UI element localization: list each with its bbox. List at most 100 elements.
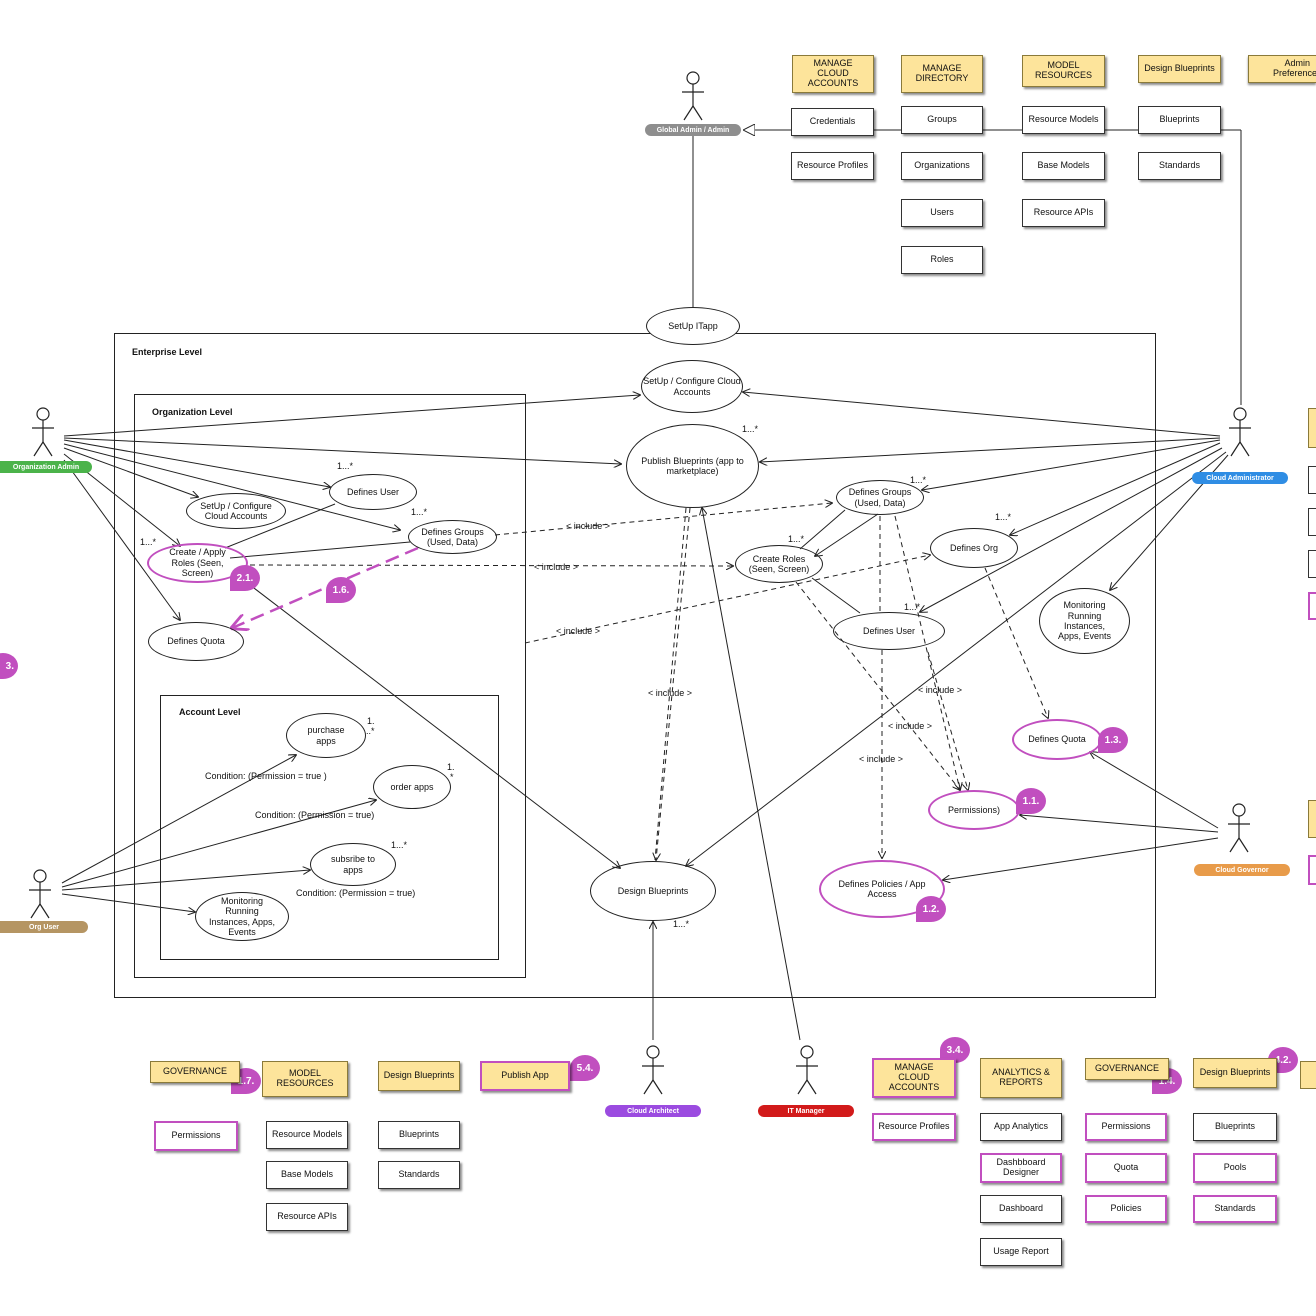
usecase-setup-itapp[interactable]: SetUp ITapp — [646, 307, 740, 345]
usecase-defines-quota-org[interactable]: Defines Quota — [148, 622, 244, 661]
menu-item-blueprints[interactable]: Blueprints — [1138, 106, 1221, 134]
usecase-defines-user-org[interactable]: Defines User — [329, 474, 417, 510]
multiplicity: 1. — [447, 762, 455, 772]
include-label: < include > — [648, 688, 693, 698]
usecase-monitoring-right[interactable]: Monitoring Running Instances, Apps, Even… — [1039, 588, 1130, 654]
menu-model-resources[interactable]: MODEL RESOURCES — [1022, 55, 1105, 87]
edge-box — [1308, 408, 1316, 448]
menu-item-policies[interactable]: Policies — [1085, 1195, 1167, 1223]
actor-org-admin[interactable]: Organization Admin — [0, 461, 92, 473]
include-label: < include > — [534, 562, 579, 572]
menu-item-roles[interactable]: Roles — [901, 246, 983, 274]
condition-label: Condition: (Permission = true) — [255, 810, 375, 820]
menu-item-base-models[interactable]: Base Models — [1022, 152, 1105, 180]
edge-box — [1308, 550, 1316, 578]
actor-cloud-architect[interactable]: Cloud Architect — [605, 1105, 701, 1117]
menu-item-blueprints-bottom-right[interactable]: Blueprints — [1193, 1113, 1277, 1141]
menu-design-blueprints-bottom[interactable]: Design Blueprints — [378, 1061, 460, 1091]
badge-2-1: 2.1. — [230, 565, 260, 591]
menu-model-resources-bottom[interactable]: MODEL RESOURCES — [262, 1061, 348, 1097]
enterprise-title: Enterprise Level — [132, 347, 203, 357]
usecase-setup-cloud-org[interactable]: SetUp / Configure Cloud Accounts — [186, 493, 286, 529]
menu-item-permissions[interactable]: Permissions — [154, 1121, 238, 1151]
menu-item-blueprints-bottom[interactable]: Blueprints — [378, 1121, 460, 1149]
menu-publish-app[interactable]: Publish App — [480, 1061, 570, 1091]
usecase-create-roles-right[interactable]: Create Roles (Seen, Screen) — [735, 545, 823, 583]
usecase-permissions-right[interactable]: Permissions) — [928, 790, 1020, 830]
menu-governance[interactable]: GOVERNANCE — [150, 1061, 240, 1083]
menu-item-credentials[interactable]: Credentials — [791, 108, 874, 136]
menu-item-resource-models[interactable]: Resource Models — [1022, 106, 1105, 134]
usecase-create-roles-org[interactable]: Create / Apply Roles (Seen, Screen) — [147, 543, 248, 583]
multiplicity: 1. — [367, 716, 375, 726]
badge-5-4: 5.4. — [570, 1055, 600, 1081]
multiplicity: 1...* — [788, 534, 805, 544]
menu-manage-cloud-accounts[interactable]: MANAGE CLOUD ACCOUNTS — [792, 55, 874, 93]
menu-item-base-models-bottom[interactable]: Base Models — [266, 1161, 348, 1189]
badge-3: 3. — [0, 653, 18, 679]
menu-admin-preferences[interactable]: Admin Preferences — [1248, 55, 1316, 83]
badge-1-1: 1.1. — [1016, 788, 1046, 814]
menu-item-organizations[interactable]: Organizations — [901, 152, 983, 180]
usecase-order-apps[interactable]: order apps — [373, 765, 451, 809]
menu-governance-bottom[interactable]: GOVERNANCE — [1085, 1058, 1169, 1080]
menu-manage-directory[interactable]: MANAGE DIRECTORY — [901, 55, 983, 93]
usecase-setup-cloud-top[interactable]: SetUp / Configure Cloud Accounts — [641, 360, 743, 413]
edge-box — [1300, 1061, 1316, 1089]
actor-it-manager[interactable]: IT Manager — [758, 1105, 854, 1117]
usecase-publish-blueprints[interactable]: Publish Blueprints (app to marketplace) — [626, 424, 759, 508]
multiplicity: ..* — [366, 726, 375, 736]
actor-global-admin[interactable]: Global Admin / Admin — [645, 124, 741, 136]
multiplicity: 1...* — [904, 602, 921, 612]
menu-item-quota[interactable]: Quota — [1085, 1153, 1167, 1183]
multiplicity: 1...* — [910, 475, 927, 485]
menu-item-groups[interactable]: Groups — [901, 106, 983, 134]
menu-item-standards[interactable]: Standards — [1138, 152, 1221, 180]
usecase-defines-groups-right[interactable]: Defines Groups (Used, Data) — [836, 480, 924, 515]
usecase-purchase-apps[interactable]: purchase apps — [286, 713, 366, 758]
menu-item-resource-profiles[interactable]: Resource Profiles — [791, 152, 874, 180]
menu-design-blueprints[interactable]: Design Blueprints — [1138, 55, 1221, 83]
usecase-subscribe-apps[interactable]: subsribe to apps — [310, 843, 396, 886]
usecase-defines-quota-right[interactable]: Defines Quota — [1012, 719, 1102, 760]
usecase-design-blueprints[interactable]: Design Blueprints — [590, 861, 716, 921]
edge-box — [1308, 466, 1316, 494]
menu-item-permissions-bottom[interactable]: Permissions — [1085, 1113, 1167, 1141]
actor-cloud-governor[interactable]: Cloud Governor — [1194, 864, 1290, 876]
menu-item-standards-bottom[interactable]: Standards — [378, 1161, 460, 1189]
include-label: < include > — [566, 521, 611, 531]
menu-item-dashboard[interactable]: Dashboard — [980, 1195, 1062, 1223]
menu-item-users[interactable]: Users — [901, 199, 983, 227]
menu-item-resource-apis-bottom[interactable]: Resource APIs — [266, 1203, 348, 1231]
usecase-defines-org[interactable]: Defines Org — [930, 528, 1018, 568]
menu-item-app-analytics[interactable]: App Analytics — [980, 1113, 1062, 1141]
usecase-defines-groups-org[interactable]: Defines Groups (Used, Data) — [408, 520, 497, 554]
menu-manage-cloud-accounts-bottom[interactable]: MANAGE CLOUD ACCOUNTS — [872, 1058, 956, 1098]
actor-org-user[interactable]: Org User — [0, 921, 88, 933]
actor-cloud-admin[interactable]: Cloud Administrator — [1192, 472, 1288, 484]
usecase-monitoring-account[interactable]: Monitoring Running Instances, Apps, Even… — [195, 892, 289, 941]
multiplicity: 1...* — [337, 461, 354, 471]
usecase-defines-policies[interactable]: Defines Policies / App Access — [819, 860, 945, 918]
badge-1-6: 1.6. — [326, 577, 356, 603]
usecase-defines-user-right[interactable]: Defines User — [833, 612, 945, 650]
menu-item-standards-bottom-right[interactable]: Standards — [1193, 1195, 1277, 1223]
multiplicity: * — [450, 772, 454, 782]
menu-design-blueprints-bottom-right[interactable]: Design Blueprints — [1193, 1058, 1277, 1088]
badge-1-2: 1.2. — [916, 896, 946, 922]
menu-item-usage-report[interactable]: Usage Report — [980, 1238, 1062, 1266]
menu-item-resource-apis[interactable]: Resource APIs — [1022, 199, 1105, 227]
menu-item-pools[interactable]: Pools — [1193, 1153, 1277, 1183]
include-label: < include > — [888, 721, 933, 731]
menu-item-dashboard-designer[interactable]: Dashbboard Designer — [980, 1153, 1062, 1183]
multiplicity: 1...* — [391, 840, 408, 850]
menu-item-resource-profiles-bottom[interactable]: Resource Profiles — [872, 1113, 956, 1141]
condition-label: Condition: (Permission = true ) — [205, 771, 327, 781]
multiplicity: 1...* — [673, 919, 690, 929]
include-label: < include > — [918, 685, 963, 695]
organization-title: Organization Level — [152, 407, 233, 417]
multiplicity: 1...* — [742, 424, 759, 434]
menu-analytics-reports[interactable]: ANALYTICS & REPORTS — [980, 1058, 1062, 1098]
menu-item-resource-models-bottom[interactable]: Resource Models — [266, 1121, 348, 1149]
